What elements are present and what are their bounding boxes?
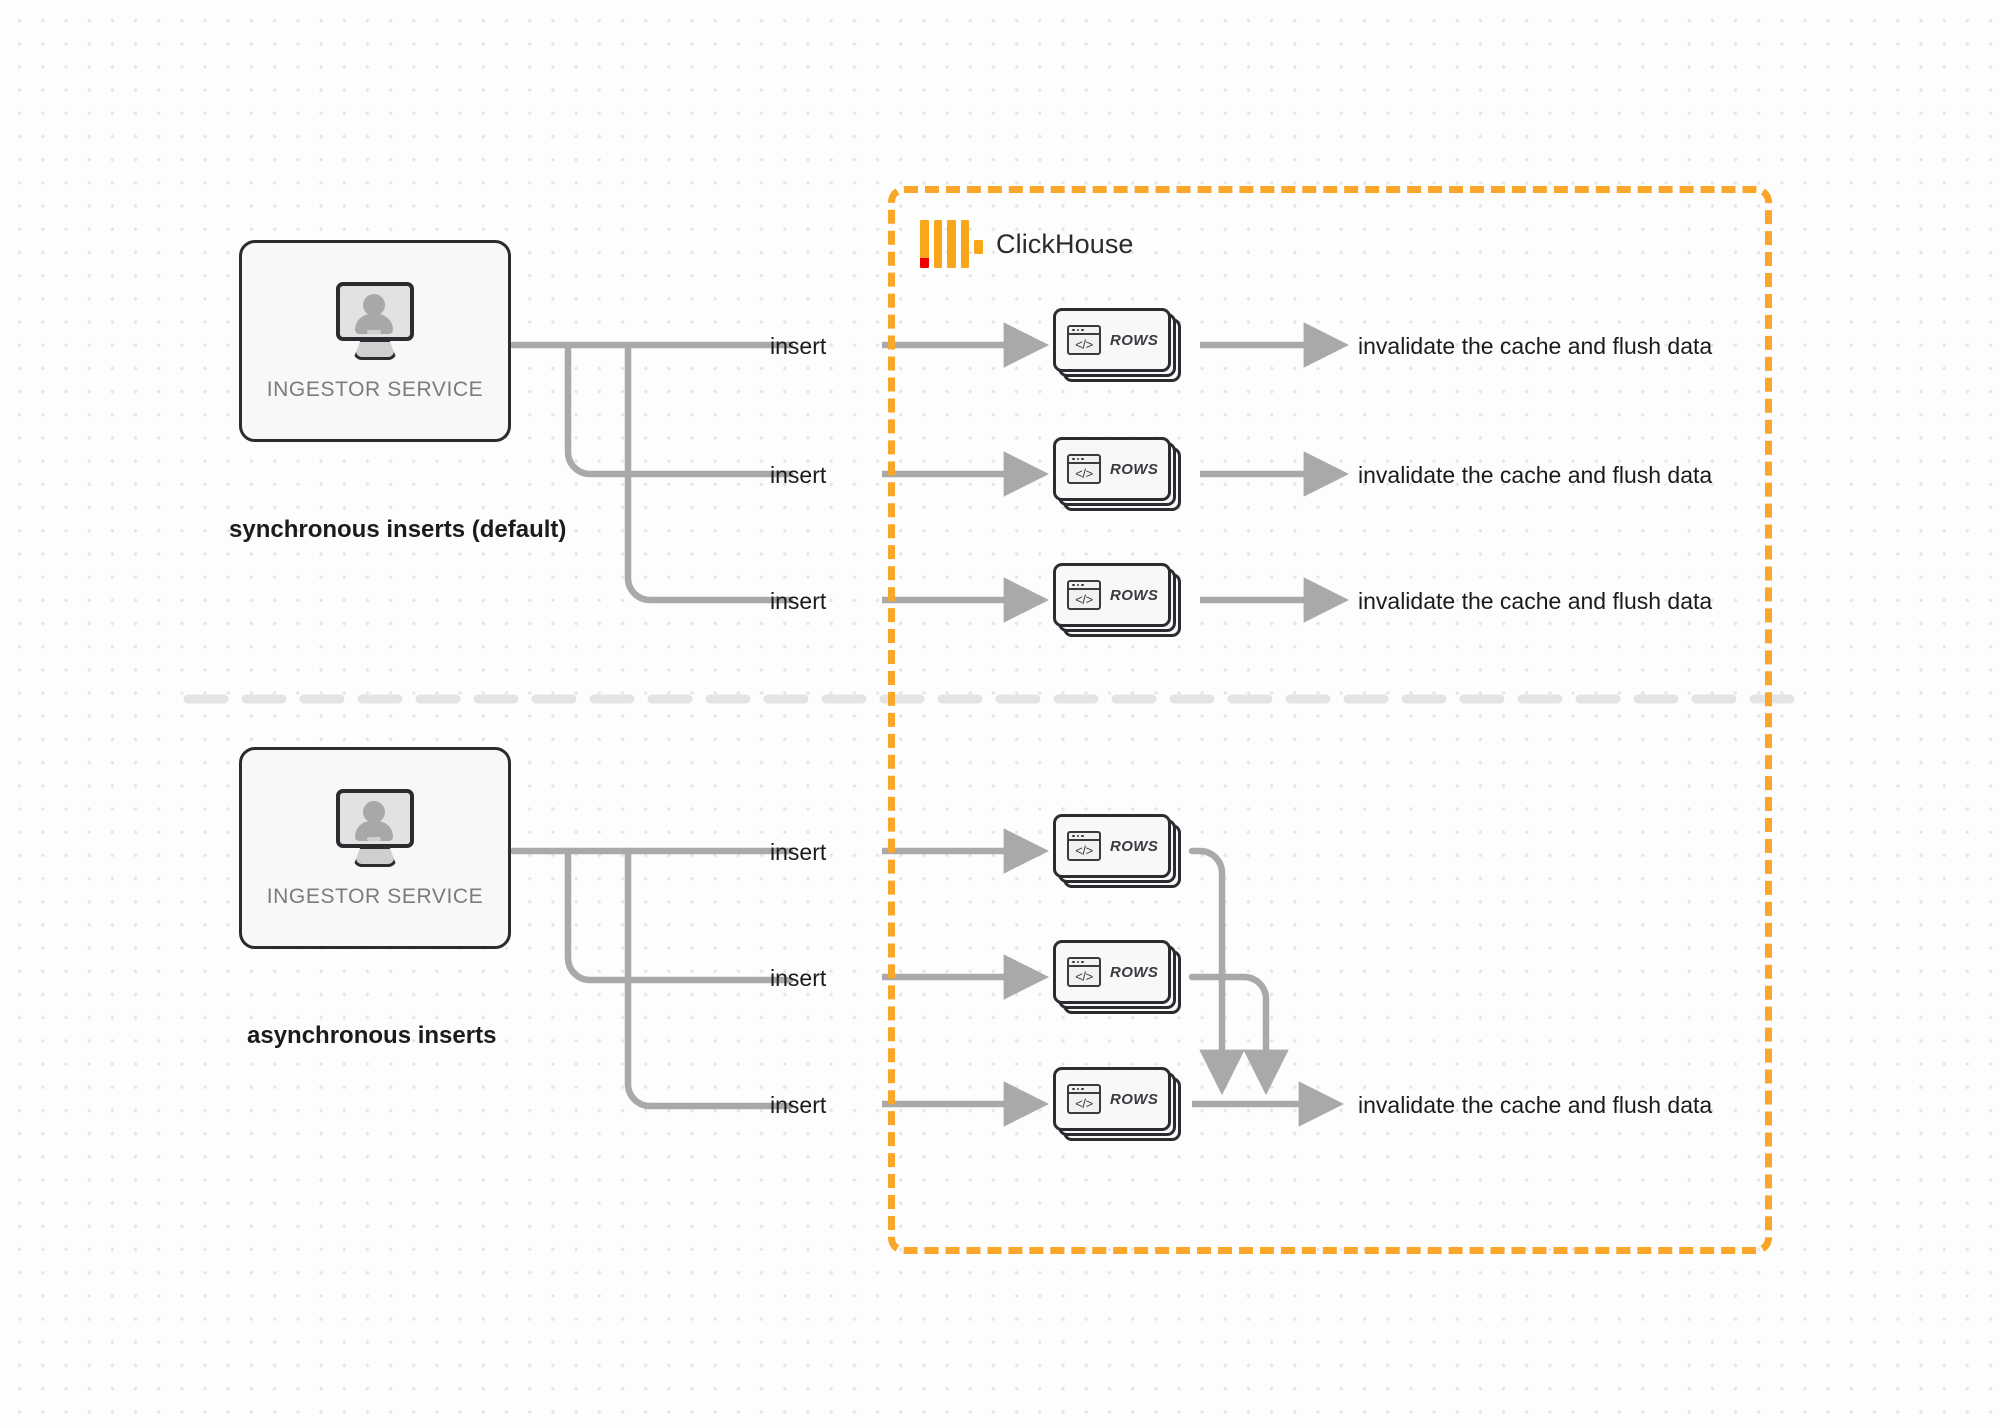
rows-card-front: </> ROWS [1053,1067,1171,1131]
rows-card-async-1[interactable]: </> ROWS [1053,814,1181,888]
insert-label-sync-3: insert [770,588,827,614]
clickhouse-label: ClickHouse [996,228,1134,259]
code-window-icon: </> [1067,454,1101,484]
ingestor-service-sync[interactable]: INGESTOR SERVICE [239,240,511,442]
code-window-icon: </> [1067,580,1101,610]
result-label-sync-2: invalidate the cache and flush data [1358,462,1713,488]
code-window-icon: </> [1067,831,1101,861]
insert-label-sync-1: insert [770,333,827,359]
rows-card-front: </> ROWS [1053,814,1171,878]
insert-label-async-3: insert [770,1092,827,1118]
insert-label-sync-2: insert [770,462,827,488]
rows-card-front: </> ROWS [1053,940,1171,1004]
insert-label-async-1: insert [770,839,827,865]
rows-card-sync-1[interactable]: </> ROWS [1053,308,1181,382]
code-window-icon: </> [1067,325,1101,355]
rows-card-label: ROWS [1110,586,1159,604]
rows-card-label: ROWS [1110,837,1159,855]
section-title-asynchronous: asynchronous inserts [247,1022,497,1049]
result-label-sync-3: invalidate the cache and flush data [1358,588,1713,614]
rows-card-sync-3[interactable]: </> ROWS [1053,563,1181,637]
section-title-synchronous: synchronous inserts (default) [229,516,567,543]
code-window-icon: </> [1067,957,1101,987]
rows-card-sync-2[interactable]: </> ROWS [1053,437,1181,511]
ingestor-service-async[interactable]: INGESTOR SERVICE [239,747,511,949]
rows-card-label: ROWS [1110,331,1159,349]
rows-card-front: </> ROWS [1053,563,1171,627]
rows-card-async-3[interactable]: </> ROWS [1053,1067,1181,1141]
rows-card-async-2[interactable]: </> ROWS [1053,940,1181,1014]
clickhouse-boundary-box [888,186,1772,1254]
insert-label-async-2: insert [770,965,827,991]
clickhouse-logo-icon [920,220,983,268]
rows-card-label: ROWS [1110,460,1159,478]
result-label-sync-1: invalidate the cache and flush data [1358,333,1713,359]
rows-card-label: ROWS [1110,963,1159,981]
ingestor-service-label-sync: INGESTOR SERVICE [266,378,484,401]
monitor-user-icon [332,789,418,867]
rows-card-front: </> ROWS [1053,308,1171,372]
monitor-user-icon [332,282,418,360]
code-window-icon: </> [1067,1084,1101,1114]
clickhouse-header: ClickHouse [920,220,1134,268]
rows-card-front: </> ROWS [1053,437,1171,501]
ingestor-service-label-async: INGESTOR SERVICE [266,885,484,908]
rows-card-label: ROWS [1110,1090,1159,1108]
result-label-async-merged: invalidate the cache and flush data [1358,1092,1713,1118]
